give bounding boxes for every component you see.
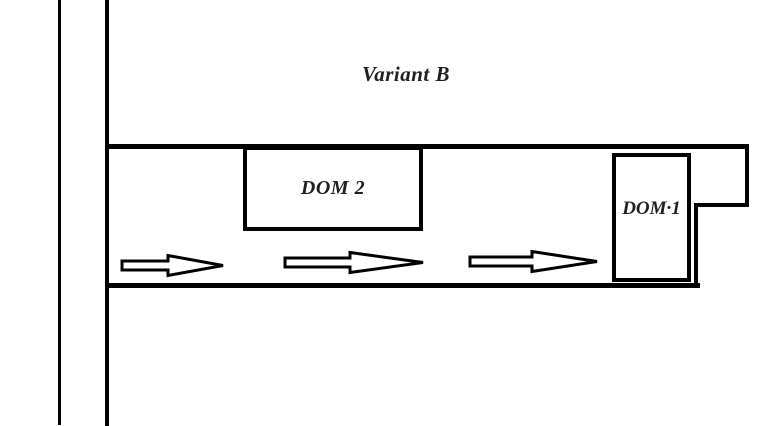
channel-top-line	[105, 144, 749, 149]
channel-right-step-vertical-line	[745, 144, 749, 207]
arrow-right-icon	[120, 253, 224, 278]
left-wall-outer-line	[58, 0, 61, 425]
channel-right-wall-line	[694, 203, 698, 288]
left-wall-inner-line	[105, 0, 109, 426]
arrow-right-icon	[283, 250, 424, 275]
arrow-right-icon	[468, 249, 598, 274]
channel-bottom-line	[105, 283, 700, 288]
dom2-label: DOM 2	[300, 177, 366, 199]
channel-right-step-horizontal-line	[694, 203, 749, 207]
dom2-box: DOM 2	[243, 146, 423, 231]
diagram-title: Variant B	[362, 62, 450, 86]
dom1-label: DOM·1	[622, 197, 681, 219]
flow-arrows	[120, 249, 598, 278]
dom1-box: DOM·1	[612, 153, 691, 282]
